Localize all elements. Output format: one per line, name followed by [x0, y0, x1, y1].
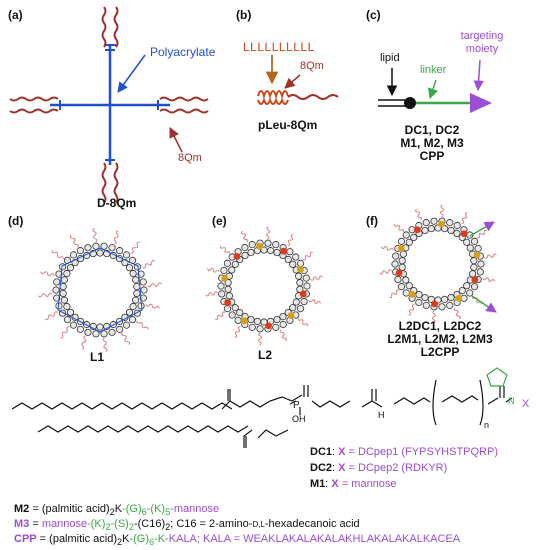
legend-dc2-name: DC2: [310, 462, 333, 474]
panel-b-polymer: [257, 55, 339, 105]
footer-m2-sub6: 6: [141, 507, 147, 518]
footer-cpp-green: -(G): [129, 533, 149, 545]
footer-m3-black: -(C16): [133, 518, 166, 530]
polyacrylate-label: Polyacrylate: [150, 45, 216, 59]
panel-c-names-1: DC1, DC2: [404, 123, 460, 137]
footer-cpp: CPP = (palmitic acid)2K-(G)6-K-KALA; KAL…: [14, 533, 460, 547]
footer-cpp-black: = (palmitic acid): [36, 533, 118, 545]
targeting-line2: moiety: [465, 43, 499, 55]
linker-label: linker: [420, 64, 447, 76]
footer-m3-subA: 2: [105, 522, 111, 533]
panel-label-f: (f): [366, 214, 378, 228]
panel-a-name: D-8Qm: [97, 196, 137, 210]
legend-dc1-x: X: [338, 446, 346, 458]
footer-m2: M2 = (palmitic acid)2K-(G)6-(K)5-mannose: [14, 503, 219, 517]
panel-f-names: L2DC1, L2DC2 L2M1, L2M2, L2M3 L2CPP: [380, 320, 500, 359]
panel-label-d: (d): [8, 214, 24, 228]
legend-m1-name: M1: [310, 478, 326, 490]
targeting-label: targeting moiety: [452, 30, 512, 56]
legend-dc2: DC2: X = DCpep2 (RDKYR): [310, 462, 447, 474]
legend-dc2-eq: = DCpep2 (RDKYR): [345, 462, 448, 474]
panel-label-e: (e): [212, 214, 227, 228]
panel-c-construct: [378, 59, 492, 113]
panel-f-line3: L2CPP: [420, 345, 460, 359]
footer-m2-purple: -mannose: [170, 503, 220, 515]
targeting-line1: targeting: [460, 30, 504, 42]
legend-dc1-sep: :: [332, 446, 339, 458]
footer-cpp-k: K: [122, 533, 130, 545]
footer-cpp-sub6: 6: [149, 537, 155, 548]
structure-p: P: [293, 400, 300, 411]
panel-label-a: (a): [8, 8, 23, 22]
structure-oh: OH: [292, 414, 306, 424]
footer-m3-eq: =: [29, 518, 42, 530]
panel-f-liposome: [379, 204, 497, 324]
panel-d-liposome: [37, 227, 163, 353]
structure-nh: H: [378, 410, 385, 420]
footer-m3-name: M3: [14, 518, 30, 530]
footer-m3-rest2: -hexadecanoic acid: [264, 518, 360, 530]
footer-m2-k: K: [114, 503, 123, 515]
footer-m3-subC: 2: [165, 522, 171, 533]
panel-c-names: DC1, DC2 M1, M2, M3 CPP: [382, 124, 482, 163]
panel-c-names-2: M1, M2, M3: [400, 136, 464, 150]
legend-m1-sep: :: [325, 478, 332, 490]
panel-label-b: (b): [236, 8, 252, 22]
panel-a-polymer: [9, 6, 209, 204]
footer-m2-name: M2: [14, 503, 30, 515]
footer-m3-subB: 2: [128, 522, 134, 533]
panel-a-arm-label: 8Qm: [178, 152, 202, 164]
panel-label-c: (c): [366, 8, 381, 22]
panel-b-name: pLeu-8Qm: [258, 118, 318, 132]
panel-d-name: L1: [90, 350, 105, 364]
footer-m3-purple: mannose: [41, 518, 88, 530]
legend-dc1: DC1: X = DCpep1 (FYPSYHSTPQRP): [310, 446, 498, 458]
legend-dc2-x: X: [338, 462, 346, 474]
footer-cpp-sub2: 2: [117, 537, 123, 548]
footer-m3-green: -(K): [87, 518, 106, 530]
footer-m2-green: -(G): [122, 503, 142, 515]
footer-cpp-green2: -K-: [154, 533, 169, 545]
footer-m2-black: = (palmitic acid): [29, 503, 110, 515]
footer-m3-rest: ; C16 = 2-amino-: [170, 518, 253, 530]
panel-f-line2: L2M1, L2M2, L2M3: [387, 332, 493, 346]
footer-m2-sub2: 2: [109, 507, 115, 518]
legend-dc1-name: DC1: [310, 446, 333, 458]
panel-e-liposome: [205, 226, 323, 346]
structure-n-triazole: N: [508, 396, 515, 406]
legend-dc1-eq: = DCpep1 (FYPSYHSTPQRP): [345, 446, 499, 458]
footer-cpp-purple: KALA; KALA = WEAKLAKALAKALAKHLAKALAKALKA…: [168, 533, 461, 545]
footer-m2-sub5: 5: [165, 507, 171, 518]
panel-f-line1: L2DC1, L2DC2: [398, 319, 482, 333]
structure-n: n: [484, 420, 490, 430]
footer-m2-green2: -(K): [146, 503, 166, 515]
footer-cpp-name: CPP: [14, 533, 37, 545]
lipid-label: lipid: [380, 52, 400, 64]
legend-dc2-sep: :: [332, 462, 339, 474]
panel-c-names-3: CPP: [419, 149, 445, 163]
panel-b-leucines: LLLLLLLLLL: [243, 40, 315, 54]
structure-x: X: [522, 398, 530, 410]
footer-m3-dl: D,L: [252, 520, 265, 529]
footer-m3: M3 = mannose-(K)2-(S)2-(C16)2; C16 = 2-a…: [14, 518, 360, 532]
chemical-structure: [11, 367, 513, 448]
legend-m1: M1: X = mannose: [310, 478, 397, 490]
legend-m1-eq: = mannose: [338, 478, 397, 490]
panel-b-arm-label: 8Qm: [300, 60, 324, 72]
legend-m1-x: X: [331, 478, 339, 490]
footer-m3-green2: -(S): [110, 518, 129, 530]
panel-e-name: L2: [258, 348, 273, 362]
